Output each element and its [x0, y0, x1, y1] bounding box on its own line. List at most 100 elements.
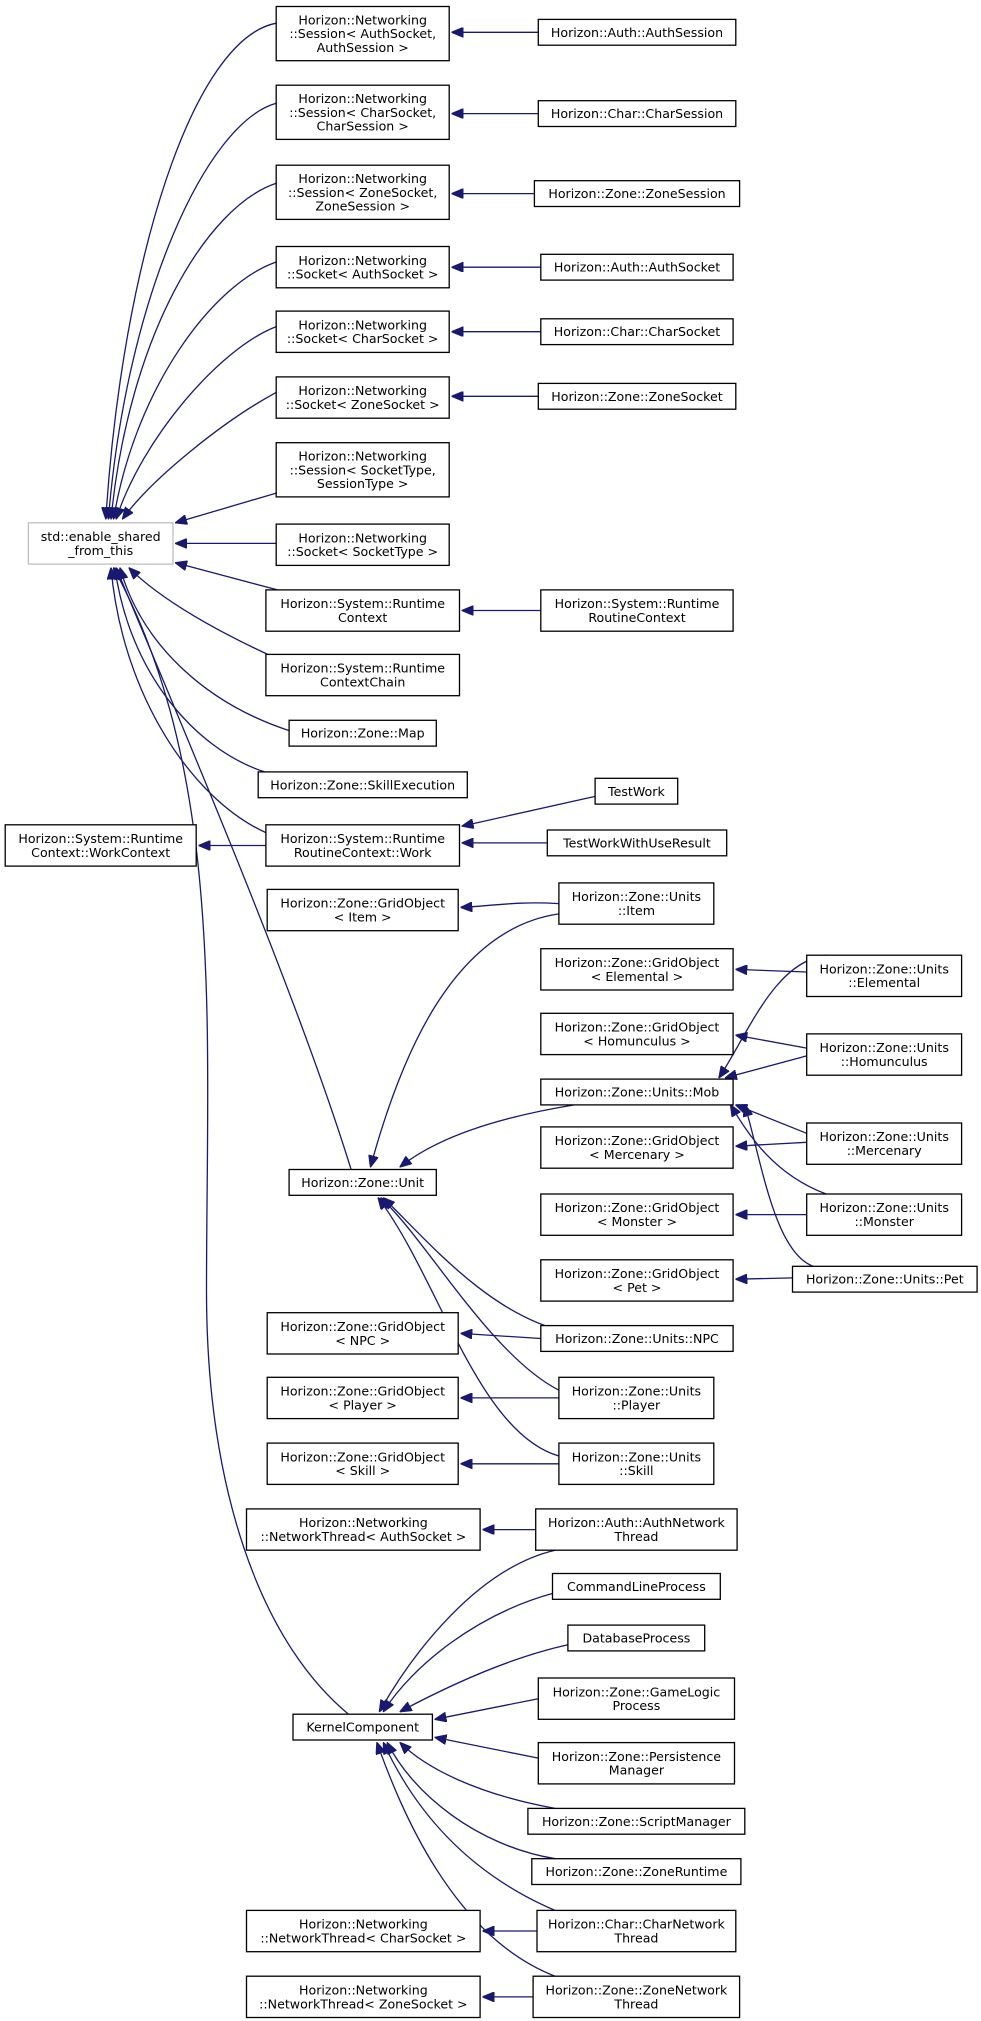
class-label-line: Horizon::Networking — [298, 530, 427, 545]
class-node-script-manager[interactable]: Horizon::Zone::ScriptManager — [527, 1807, 746, 1835]
class-node-units-mob[interactable]: Horizon::Zone::Units::Mob — [540, 1078, 734, 1106]
class-node-sock-auth[interactable]: Horizon::Networking::Socket< AuthSocket … — [275, 245, 450, 289]
edge-line — [129, 568, 277, 659]
inheritance-edge-command-line-process-to-kernel-component — [383, 1592, 556, 1712]
class-node-grid-skill[interactable]: Horizon::Zone::GridObject< Skill > — [266, 1442, 459, 1486]
class-box — [275, 164, 450, 221]
class-node-zone-unit[interactable]: Horizon::Zone::Unit — [288, 1168, 437, 1196]
edge-line — [400, 1743, 556, 1810]
class-label-line: Horizon::Auth::AuthNetwork — [548, 1515, 725, 1530]
class-node-sock-generic[interactable]: Horizon::Networking::Socket< SocketType … — [275, 523, 450, 567]
class-node-grid-mercenary[interactable]: Horizon::Zone::GridObject< Mercenary > — [540, 1126, 734, 1169]
class-label-line: Horizon::Zone::Units::NPC — [555, 1331, 719, 1346]
class-node-zone-session[interactable]: Horizon::Zone::ZoneSession — [533, 180, 741, 208]
inheritance-edge-units-pet-to-units-mob — [745, 1105, 814, 1267]
class-label-line: Horizon::Char::CharSession — [551, 106, 723, 121]
class-label-line: Horizon::Zone::GridObject — [280, 1319, 445, 1334]
class-label-line: Horizon::System::Runtime — [280, 831, 445, 846]
class-node-grid-item[interactable]: Horizon::Zone::GridObject< Item > — [266, 888, 459, 932]
class-node-grid-elemental[interactable]: Horizon::Zone::GridObject< Elemental > — [540, 948, 734, 991]
class-label-line: Horizon::Zone::GridObject — [280, 1384, 445, 1399]
class-box — [567, 1624, 706, 1652]
inheritance-edge-sess-generic-to-enable-shared — [176, 492, 277, 523]
class-label-line: Horizon::Networking — [299, 1515, 428, 1530]
edge-line — [111, 182, 277, 519]
inheritance-edge-zone-network-thread-to-kernel-component — [377, 1743, 556, 1977]
class-box — [257, 771, 468, 799]
class-box — [594, 777, 679, 805]
class-node-nt-auth[interactable]: Horizon::Networking::NetworkThread< Auth… — [245, 1508, 481, 1551]
class-node-routine-work[interactable]: Horizon::System::RuntimeRoutineContext::… — [265, 824, 461, 867]
edge-line — [383, 1198, 569, 1333]
node-layer: std::enable_shared_from_thisHorizon::Sys… — [4, 5, 978, 2019]
class-label-line: Horizon::Zone::Units::Pet — [806, 1272, 964, 1287]
class-label-line: Horizon::System::Runtime — [18, 831, 183, 846]
class-label-line: Horizon::Networking — [298, 449, 427, 464]
class-node-nt-zone[interactable]: Horizon::Networking::NetworkThread< Zone… — [245, 1975, 481, 2019]
class-node-units-elemental[interactable]: Horizon::Zone::Units::Elemental — [806, 954, 963, 998]
class-node-work-context[interactable]: Horizon::System::RuntimeContext::WorkCon… — [4, 824, 197, 867]
class-node-test-work-result[interactable]: TestWorkWithUseResult — [546, 829, 728, 857]
class-node-units-mercenary[interactable]: Horizon::Zone::Units::Mercenary — [806, 1122, 963, 1165]
class-node-grid-homunculus[interactable]: Horizon::Zone::GridObject< Homunculus > — [540, 1012, 734, 1056]
class-node-units-monster[interactable]: Horizon::Zone::Units::Monster — [806, 1193, 963, 1236]
class-label-line: CharSession > — [317, 119, 409, 134]
class-node-kernel-component[interactable]: KernelComponent — [292, 1713, 434, 1741]
inheritance-edge-game-logic-process-to-kernel-component — [435, 1698, 539, 1720]
class-label-line: ::Socket< SocketType > — [287, 544, 438, 559]
class-box — [806, 1193, 963, 1236]
class-node-zone-map[interactable]: Horizon::Zone::Map — [288, 719, 437, 747]
class-node-enable-shared[interactable]: std::enable_shared_from_this — [27, 522, 174, 565]
class-node-units-item[interactable]: Horizon::Zone::Units::Item — [558, 882, 715, 925]
class-node-test-work[interactable]: TestWork — [594, 777, 679, 805]
class-node-sock-char[interactable]: Horizon::Networking::Socket< CharSocket … — [275, 310, 450, 354]
class-node-sess-generic[interactable]: Horizon::Networking::Session< SocketType… — [275, 442, 450, 498]
edge-line — [377, 1743, 556, 1977]
class-node-zone-socket[interactable]: Horizon::Zone::ZoneSocket — [537, 382, 737, 410]
class-label-line: Horizon::Char::CharNetwork — [548, 1917, 726, 1932]
class-node-command-line-process[interactable]: CommandLineProcess — [551, 1572, 721, 1600]
class-node-char-session[interactable]: Horizon::Char::CharSession — [537, 100, 737, 128]
class-node-grid-npc[interactable]: Horizon::Zone::GridObject< NPC > — [266, 1312, 459, 1355]
class-node-skill-execution[interactable]: Horizon::Zone::SkillExecution — [257, 771, 468, 799]
class-label-line: KernelComponent — [306, 1720, 419, 1735]
class-label-line: AuthSession > — [317, 40, 409, 55]
class-node-grid-player[interactable]: Horizon::Zone::GridObject< Player > — [266, 1376, 459, 1420]
class-node-units-npc[interactable]: Horizon::Zone::Units::NPC — [540, 1324, 734, 1353]
edge-line — [461, 903, 559, 908]
edge-line — [116, 325, 277, 519]
class-node-units-homunculus[interactable]: Horizon::Zone::Units::Homunculus — [806, 1033, 963, 1076]
class-node-grid-monster[interactable]: Horizon::Zone::GridObject< Monster > — [540, 1193, 734, 1236]
class-node-units-pet[interactable]: Horizon::Zone::Units::Pet — [791, 1265, 978, 1293]
class-node-zone-runtime[interactable]: Horizon::Zone::ZoneRuntime — [531, 1858, 742, 1886]
edge-line — [115, 568, 265, 773]
class-node-sess-zone[interactable]: Horizon::Networking::Session< ZoneSocket… — [275, 164, 450, 221]
class-box — [806, 1033, 963, 1076]
edge-line — [736, 1142, 807, 1146]
class-node-units-player[interactable]: Horizon::Zone::Units::Player — [558, 1376, 715, 1420]
class-label-line: ZoneSession > — [315, 199, 410, 214]
class-node-auth-session[interactable]: Horizon::Auth::AuthSession — [537, 18, 737, 46]
class-box — [288, 719, 437, 747]
class-node-sess-char[interactable]: Horizon::Networking::Session< CharSocket… — [275, 84, 450, 141]
edge-line — [383, 1743, 556, 1911]
class-label-line: Horizon::Zone::Units — [572, 1449, 701, 1464]
class-node-units-skill[interactable]: Horizon::Zone::Units::Skill — [558, 1442, 715, 1486]
class-node-auth-socket[interactable]: Horizon::Auth::AuthSocket — [540, 253, 734, 281]
class-node-char-socket[interactable]: Horizon::Char::CharSocket — [540, 318, 734, 346]
class-node-grid-pet[interactable]: Horizon::Zone::GridObject< Pet > — [540, 1259, 734, 1302]
class-node-sock-zone[interactable]: Horizon::Networking::Socket< ZoneSocket … — [275, 376, 450, 419]
class-node-sess-auth[interactable]: Horizon::Networking::Session< AuthSocket… — [275, 5, 450, 62]
class-node-database-process[interactable]: DatabaseProcess — [567, 1624, 706, 1652]
class-label-line: Horizon::Networking — [299, 1983, 428, 1998]
inheritance-edge-kernel-component-to-enable-shared — [114, 568, 349, 1715]
class-node-nt-char[interactable]: Horizon::Networking::NetworkThread< Char… — [245, 1909, 481, 1953]
